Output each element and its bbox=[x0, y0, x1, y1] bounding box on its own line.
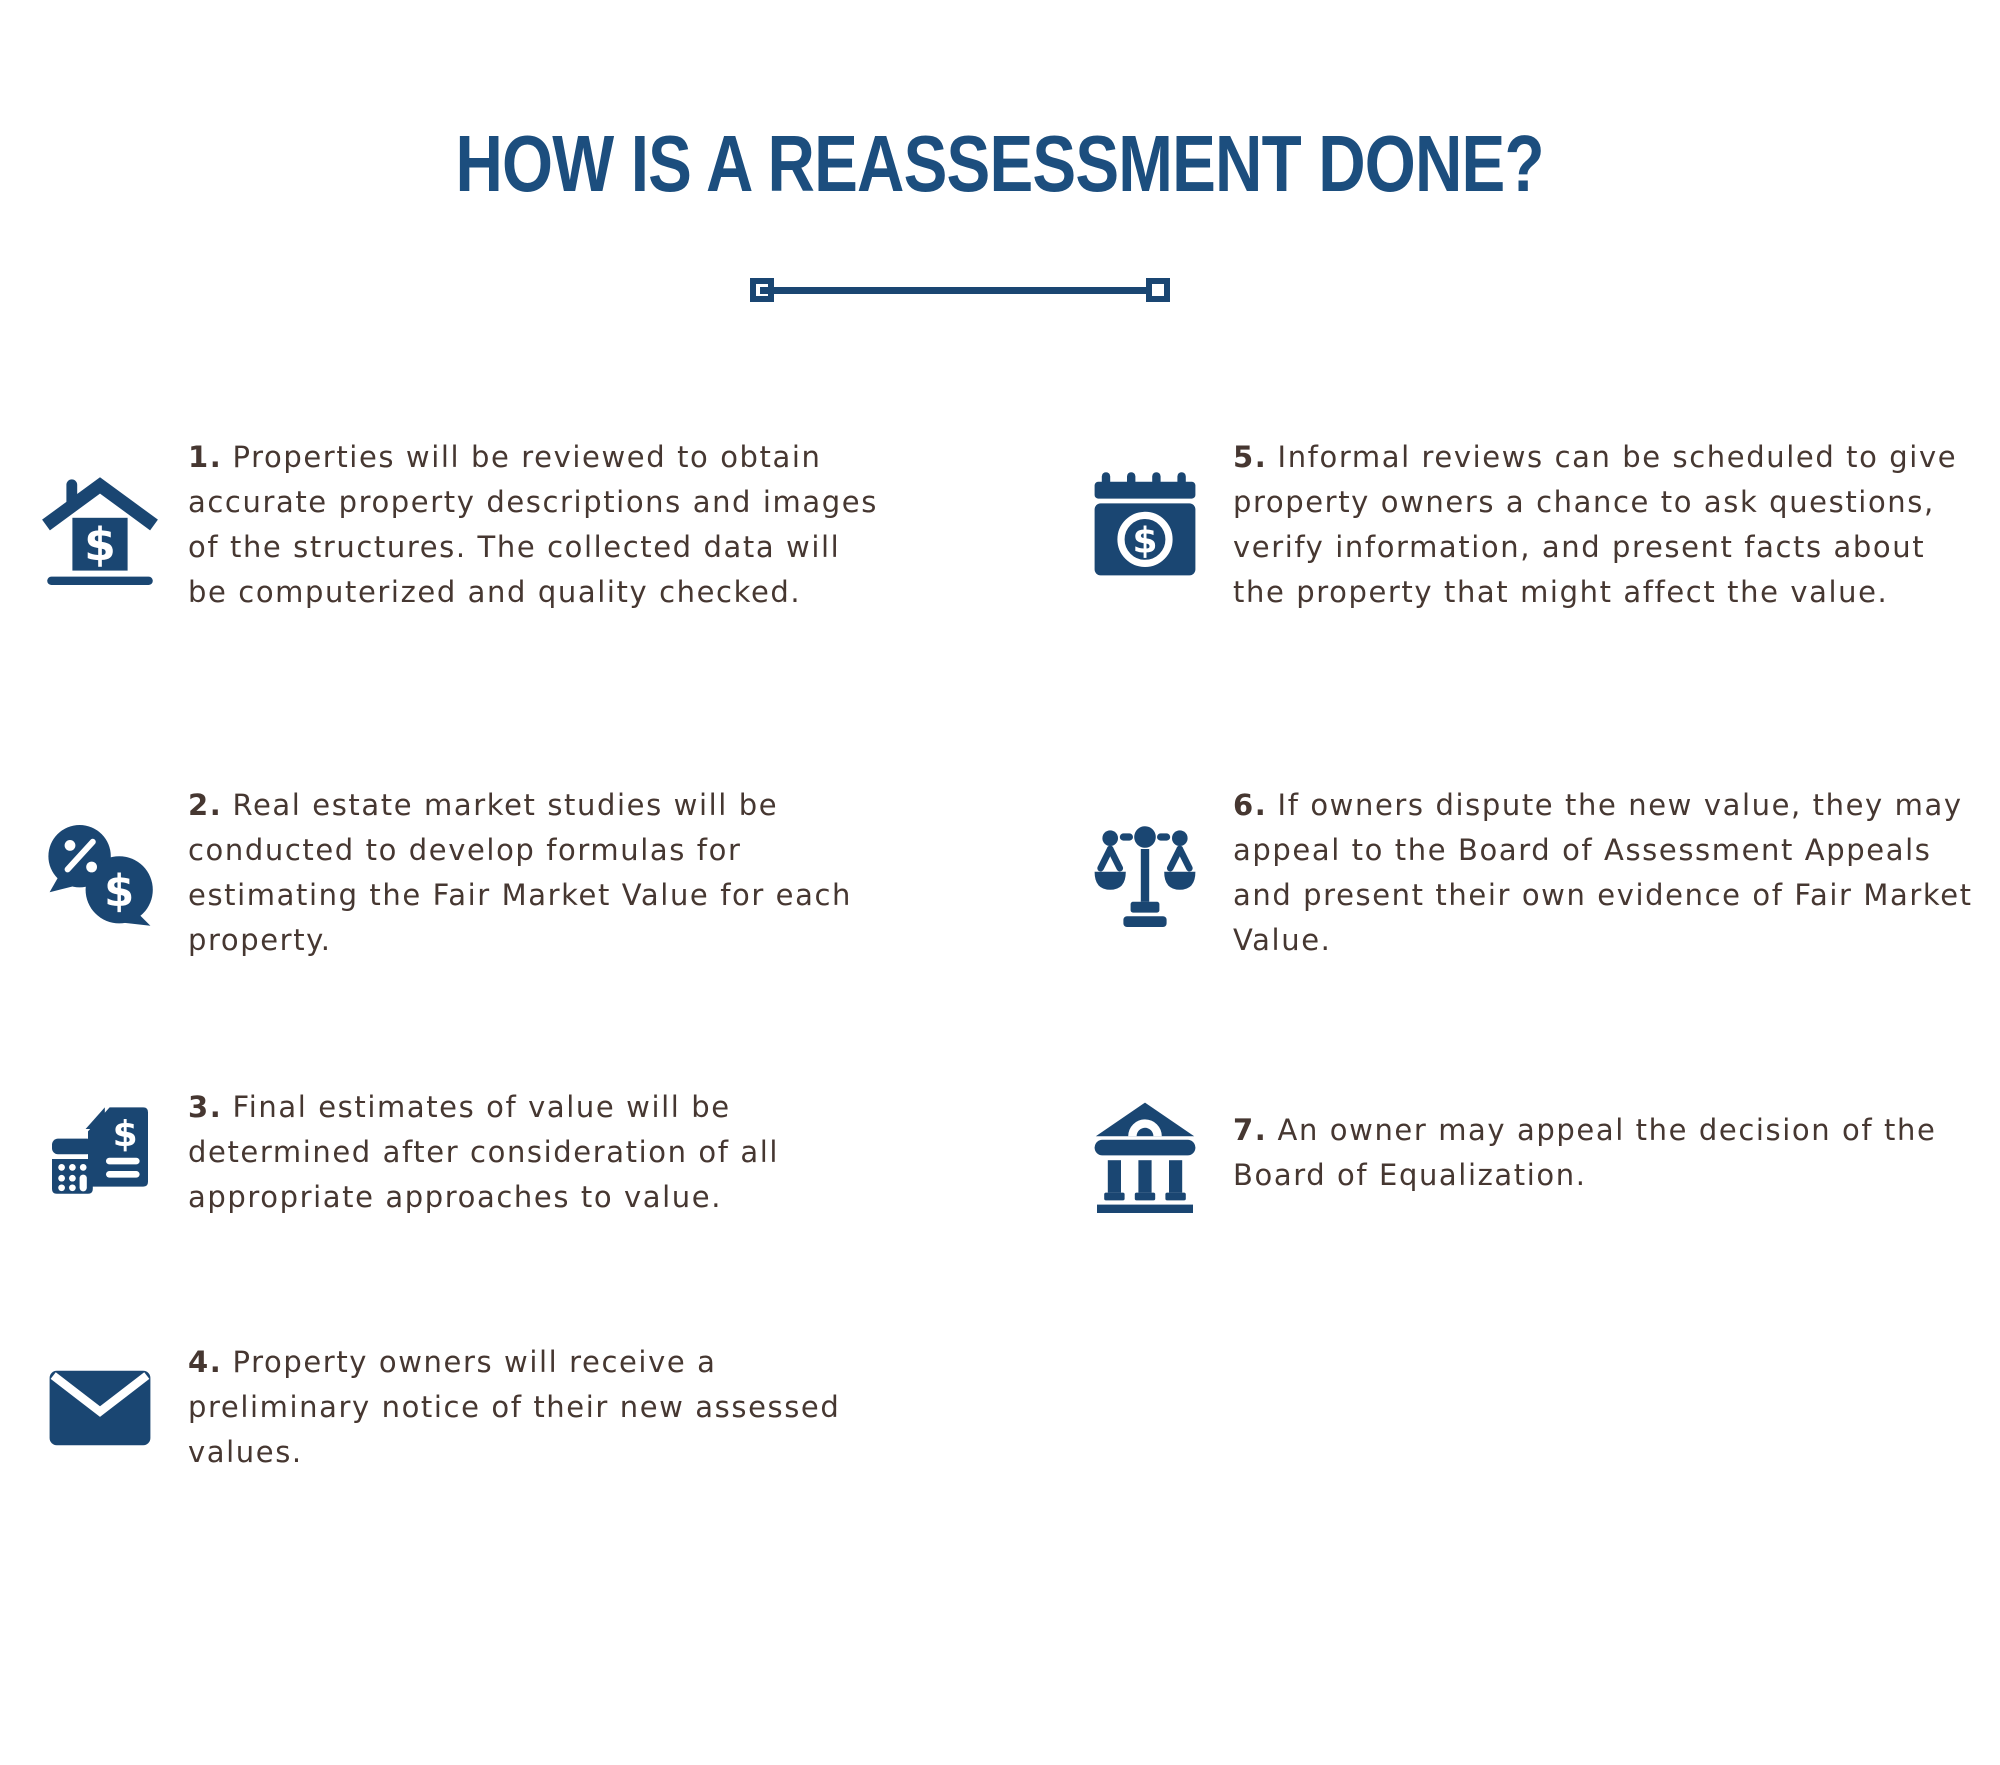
page-title: HOW IS A REASSESSMENT DONE? bbox=[455, 119, 1545, 208]
step-body: If owners dispute the new value, they ma… bbox=[1233, 788, 1973, 957]
step-body: Property owners will receive a prelimina… bbox=[188, 1345, 841, 1469]
step-text: 2.Real estate market studies will be con… bbox=[188, 783, 888, 963]
step-text: 5.Informal reviews can be scheduled to g… bbox=[1233, 435, 1978, 615]
step-number: 5. bbox=[1233, 440, 1268, 474]
step-text: 4.Property owners will receive a prelimi… bbox=[188, 1340, 888, 1475]
envelope-icon bbox=[40, 1348, 160, 1468]
divider-line bbox=[760, 287, 1160, 294]
step-item-2: $ 2.Real estate market studies will be c… bbox=[40, 783, 888, 963]
step-item-5: $ 5.Informal reviews can be scheduled to… bbox=[1085, 435, 1978, 615]
scales-of-justice-icon bbox=[1085, 813, 1205, 933]
step-number: 4. bbox=[188, 1345, 223, 1379]
courthouse-building-icon bbox=[1085, 1093, 1205, 1213]
step-body: Properties will be reviewed to obtain ac… bbox=[188, 440, 878, 609]
step-body: Final estimates of value will be determi… bbox=[188, 1090, 780, 1214]
house-dollar-icon: $ bbox=[40, 465, 160, 585]
calendar-dollar-icon: $ bbox=[1085, 465, 1205, 585]
step-body: Real estate market studies will be condu… bbox=[188, 788, 853, 957]
title-divider bbox=[750, 277, 1170, 303]
step-item-1: $ 1.Properties will be reviewed to obtai… bbox=[40, 435, 888, 615]
calculator-invoice-icon: $ bbox=[40, 1093, 160, 1213]
step-number: 1. bbox=[188, 440, 223, 474]
step-item-6: 6.If owners dispute the new value, they … bbox=[1085, 783, 1978, 963]
step-body: An owner may appeal the decision of the … bbox=[1233, 1113, 1937, 1192]
svg-text:$: $ bbox=[113, 1113, 138, 1154]
divider-right-square bbox=[1146, 278, 1170, 302]
step-number: 3. bbox=[188, 1090, 223, 1124]
step-number: 7. bbox=[1233, 1113, 1268, 1147]
step-item-4: 4.Property owners will receive a prelimi… bbox=[40, 1340, 888, 1475]
step-number: 2. bbox=[188, 788, 223, 822]
step-number: 6. bbox=[1233, 788, 1268, 822]
step-item-7: 7.An owner may appeal the decision of th… bbox=[1085, 1093, 1978, 1213]
speech-bubbles-percent-dollar-icon: $ bbox=[40, 813, 160, 933]
step-text: 6.If owners dispute the new value, they … bbox=[1233, 783, 1978, 963]
step-body: Informal reviews can be scheduled to giv… bbox=[1233, 440, 1958, 609]
step-text: 7.An owner may appeal the decision of th… bbox=[1233, 1108, 1978, 1198]
svg-text:$: $ bbox=[104, 866, 134, 916]
step-item-3: $ 3.Final estimates of value will be det… bbox=[40, 1085, 888, 1220]
svg-text:$: $ bbox=[84, 518, 116, 571]
svg-text:$: $ bbox=[1132, 521, 1157, 562]
step-text: 1.Properties will be reviewed to obtain … bbox=[188, 435, 888, 615]
step-text: 3.Final estimates of value will be deter… bbox=[188, 1085, 888, 1220]
